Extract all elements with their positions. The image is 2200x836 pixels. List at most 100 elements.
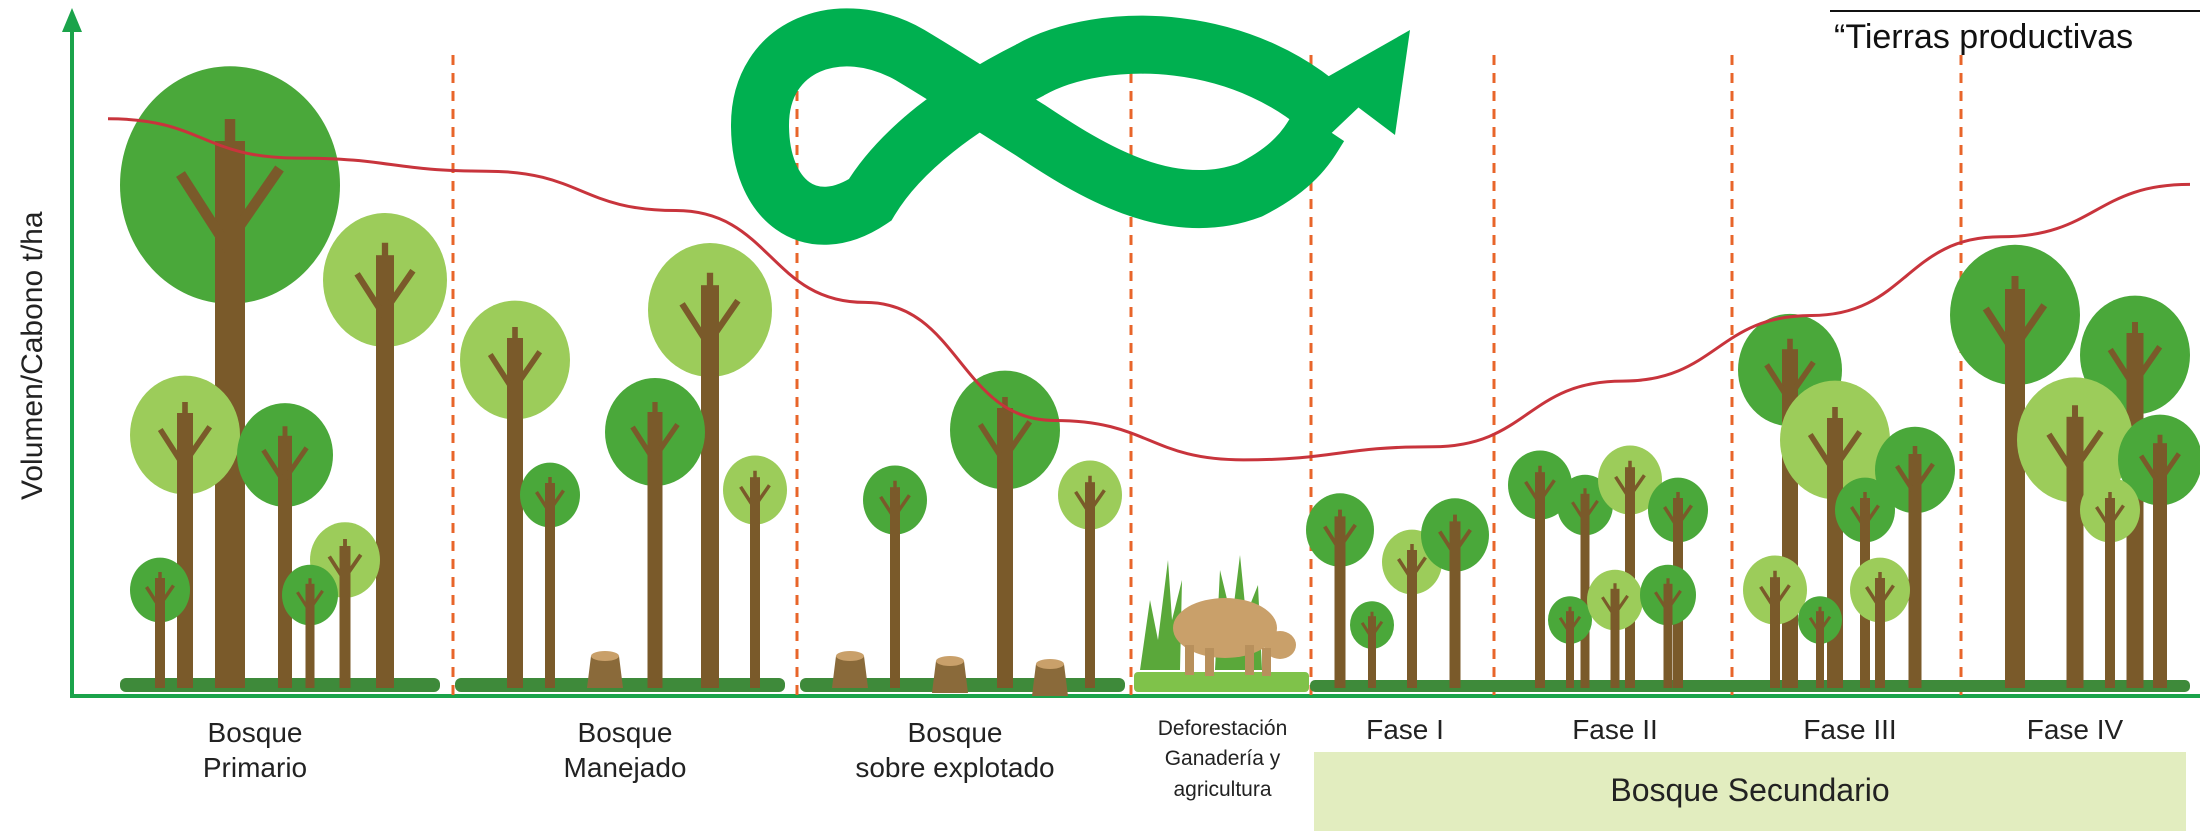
- tree-branch: [1360, 611, 1384, 641]
- stump-body: [587, 656, 623, 688]
- tree-trunk: [750, 477, 760, 688]
- tree-icon: [1421, 498, 1489, 688]
- tree-icon: [1548, 596, 1592, 688]
- tree-branch: [2139, 434, 2181, 490]
- tree-branch: [2095, 492, 2125, 531]
- tree-icon: [1798, 596, 1842, 688]
- tree-branch: [176, 119, 284, 262]
- tree-trunk: [155, 578, 165, 688]
- tree-icon: [130, 375, 240, 688]
- header-note-underline: [1830, 10, 2200, 12]
- infinity-loop: [730, 8, 1362, 245]
- tree-icon: [1598, 445, 1662, 688]
- tree-trunk: [2105, 498, 2115, 688]
- trees: [120, 66, 2200, 688]
- tree-branch: [1524, 465, 1556, 508]
- tree-icon: [2017, 377, 2133, 688]
- infinity-arrow-icon: [730, 8, 1410, 245]
- tree-icon: [1306, 493, 1374, 688]
- tree-icon: [1743, 555, 1807, 688]
- stage-label-line1: Bosque: [907, 717, 1003, 748]
- tree-trunk: [2153, 443, 2167, 688]
- tree-icon: [1557, 474, 1613, 688]
- tree-branch: [327, 539, 363, 585]
- stage-label-line1: Deforestación: [1157, 717, 1288, 740]
- stage-label-bosque-manejado: Bosque Manejado: [525, 715, 725, 785]
- tree-trunk: [1566, 611, 1574, 688]
- tree-trunk: [376, 255, 394, 688]
- stumps: [587, 651, 1068, 696]
- tree-branch: [1982, 276, 2048, 361]
- tree-branch: [2046, 405, 2104, 481]
- tree-branch: [1654, 578, 1682, 615]
- infinity-arrowhead: [1322, 30, 1410, 135]
- tree-icon: [1587, 569, 1643, 688]
- tree-branch: [1850, 492, 1880, 531]
- tree-trunk: [2005, 289, 2025, 688]
- tree-icon: [1850, 557, 1910, 688]
- tree-branch: [1438, 514, 1472, 559]
- stage-label-line2: Primario: [202, 752, 308, 783]
- cow-leg-2: [1205, 648, 1214, 676]
- tree-trunk: [701, 285, 719, 688]
- tree-branch: [1808, 606, 1832, 636]
- y-axis-arrow-icon: [62, 8, 82, 32]
- tree-icon: [520, 462, 580, 688]
- ground-strip-4: [1134, 672, 1309, 692]
- stump-top: [591, 651, 619, 661]
- stump-top: [1036, 659, 1064, 669]
- tree-branch: [1397, 544, 1427, 583]
- secondary-forest-label: Bosque Secundario: [1610, 772, 1890, 808]
- stage-label-fase-2: Fase II: [1540, 712, 1690, 747]
- tree-trunk: [1770, 577, 1780, 688]
- tree-icon: [1058, 460, 1122, 688]
- stage-label-line1: Fase II: [1572, 714, 1658, 745]
- tree-trunk: [997, 408, 1013, 688]
- tree-trunk: [1663, 583, 1673, 688]
- tree-trunk: [305, 583, 315, 688]
- tree-branch: [1323, 509, 1357, 554]
- tree-trunk: [507, 338, 523, 688]
- tree-icon: [1508, 450, 1572, 688]
- tree-icon: [2080, 477, 2140, 688]
- cow-icon: [1140, 555, 1296, 676]
- tree-trunk: [890, 487, 900, 688]
- header-note: “Tierras productivas: [1834, 18, 2134, 56]
- ground-strip-5: [1310, 680, 2190, 692]
- tree-branch: [1663, 492, 1693, 531]
- tree-branch: [679, 272, 741, 354]
- tree-icon: [130, 557, 190, 688]
- tree-branch: [1895, 446, 1935, 498]
- tree-branch: [1558, 606, 1582, 636]
- tree-trunk: [1816, 611, 1824, 688]
- stage-label-fase-1: Fase I: [1330, 712, 1480, 747]
- stage-label-deforestacion: Deforestación Ganadería y agricultura: [1130, 716, 1315, 803]
- tree-trunk: [278, 435, 292, 688]
- tree-icon: [1950, 244, 2080, 688]
- tree-icon: [1640, 564, 1696, 688]
- tree-icon: [648, 243, 772, 688]
- tree-icon: [282, 564, 338, 688]
- stage-label-line1: Fase III: [1803, 714, 1897, 745]
- tree-branch: [1764, 338, 1816, 407]
- stage-label-line1: Fase I: [1366, 714, 1444, 745]
- tree-branch: [1074, 475, 1106, 518]
- tree-trunk: [177, 413, 193, 688]
- tree-trunk: [1535, 472, 1545, 688]
- stump-icon: [587, 651, 623, 688]
- tree-icon: [1350, 601, 1394, 688]
- tree-branch: [157, 402, 213, 474]
- tree-trunk: [647, 412, 663, 688]
- stage-label-line1: Fase IV: [2026, 714, 2124, 745]
- tree-icon: [2118, 414, 2200, 688]
- stump-body: [932, 661, 968, 693]
- tree-branch: [879, 480, 911, 523]
- tree-branch: [1759, 570, 1791, 613]
- stage-label-line1: Bosque: [577, 717, 673, 748]
- y-axis-label: Volumen/Cabono t/ha: [16, 211, 49, 500]
- tree-trunk: [1085, 482, 1095, 688]
- tree-icon: [605, 378, 705, 688]
- stage-dividers: [451, 55, 1963, 696]
- tree-trunk: [1449, 521, 1461, 688]
- secondary-forest-band: [1314, 752, 2186, 831]
